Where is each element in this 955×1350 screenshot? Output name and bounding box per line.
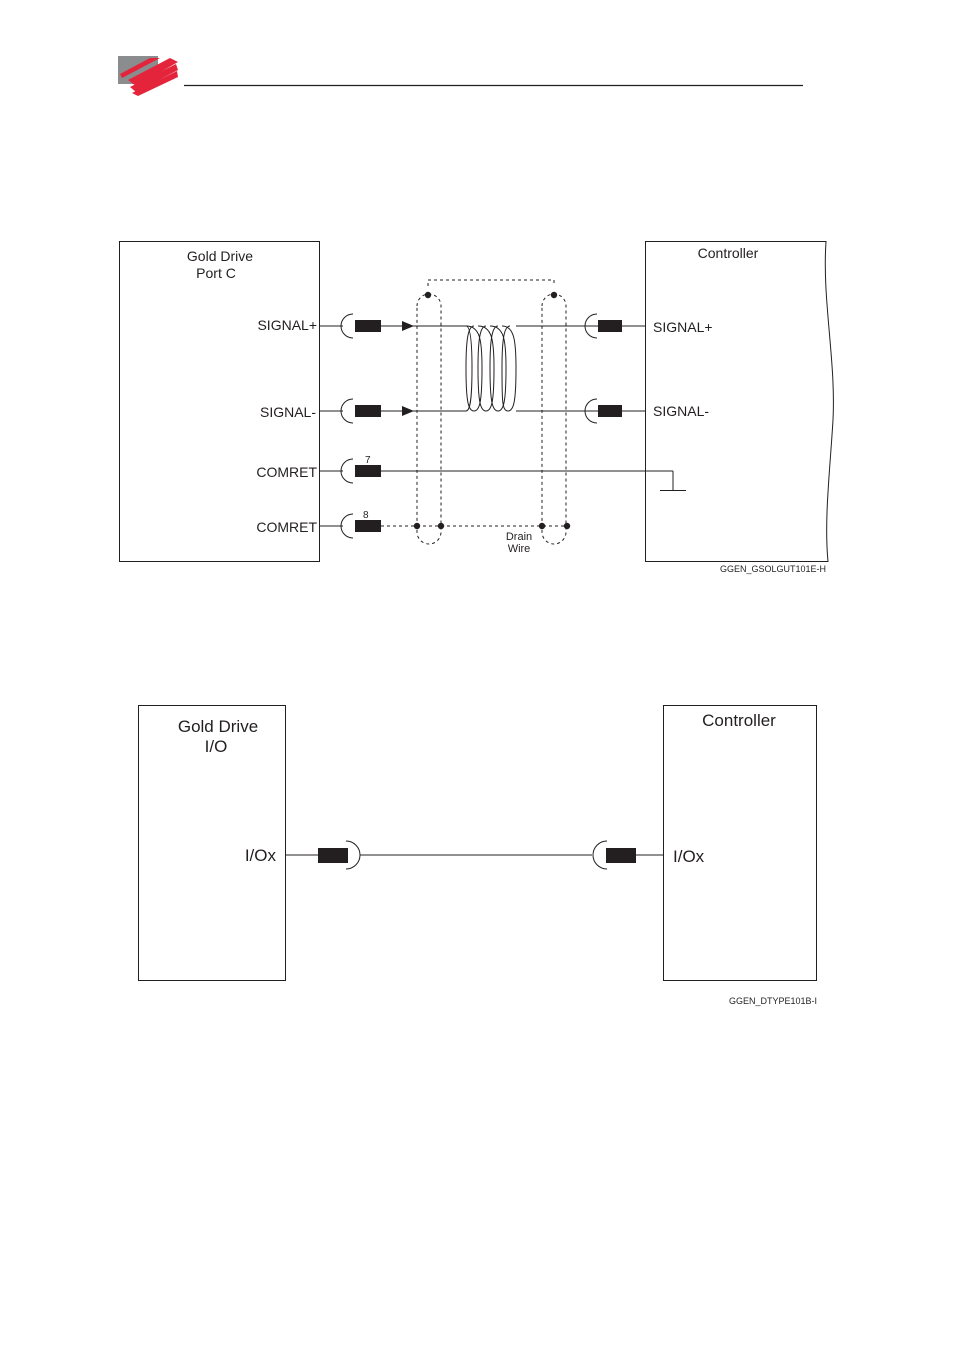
company-logo [118, 56, 178, 96]
controller-pin-signal-minus: SIGNAL- [653, 403, 709, 419]
controller-title: Controller [698, 245, 759, 261]
drain-label-line1: Drain [506, 531, 532, 543]
controller-pin-signal-plus: SIGNAL+ [653, 319, 713, 335]
signal-plus-wire [381, 321, 598, 331]
controller-io-connector [593, 841, 663, 869]
diagram-1: Gold Drive Port C SIGNAL+ SIGNAL- COMRET… [120, 242, 834, 575]
drive-connector-signal-minus [319, 399, 381, 423]
drive-connector-signal-plus [319, 314, 381, 338]
pin-number-8: 8 [363, 510, 369, 521]
drain-label-line2: Wire [508, 543, 531, 555]
controller-io-title: Controller [702, 711, 776, 730]
drive-pin-signal-plus: SIGNAL+ [257, 317, 317, 333]
controller-io-box [664, 706, 817, 981]
gold-drive-box [120, 242, 320, 562]
drive-pin-signal-minus: SIGNAL- [260, 404, 316, 420]
comret-ground-wire [381, 471, 686, 491]
controller-io-pin: I/Ox [673, 847, 705, 866]
drive-connector-comret-2: 8 [319, 510, 381, 538]
drive-io-pin: I/Ox [245, 846, 277, 865]
figure-code-2: GGEN_DTYPE101B-I [729, 996, 817, 1006]
figure-code-1: GGEN_GSOLGUT101E-H [720, 564, 826, 574]
drive-io-title-line2: I/O [205, 737, 228, 756]
drive-io-title-line1: Gold Drive [178, 717, 258, 736]
pin-number-7: 7 [365, 455, 371, 466]
drive-title-line2: Port C [196, 265, 236, 281]
diagram-2: Gold Drive I/O I/Ox Controller I/Ox GGEN… [139, 706, 818, 1007]
twisted-pair [466, 326, 516, 411]
drive-title-line1: Gold Drive [187, 248, 253, 264]
drive-io-connector [285, 841, 360, 869]
drive-pin-comret-1: COMRET [256, 464, 317, 480]
drive-connector-comret-1: 7 [319, 455, 381, 483]
controller-box [646, 242, 834, 562]
signal-minus-wire [381, 406, 598, 416]
drive-pin-comret-2: COMRET [256, 519, 317, 535]
